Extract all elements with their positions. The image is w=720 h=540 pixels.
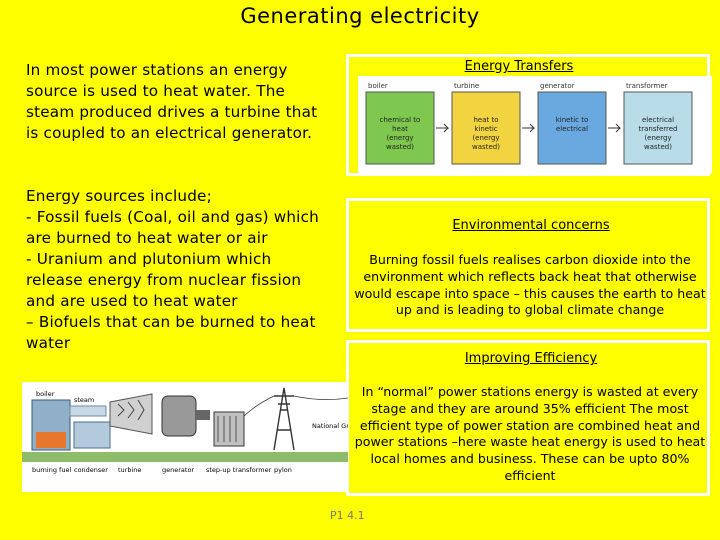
efficiency-text: In “normal” power stations energy is was…: [354, 384, 706, 483]
stage-text: electrical: [642, 116, 674, 124]
energy-sources: Energy sources include; - Fossil fuels (…: [26, 186, 331, 354]
boiler-label: boiler: [36, 390, 55, 398]
stage-box: [365, 91, 435, 165]
stage-text: transferred: [639, 125, 678, 133]
condenser-shape: [73, 421, 111, 449]
energy-source-item: - Uranium and plutonium which release en…: [26, 250, 302, 310]
stage-box: [451, 91, 521, 165]
energy-sources-heading: Energy sources include;: [26, 187, 212, 205]
intro-paragraph: In most power stations an energy source …: [26, 61, 318, 142]
stepup-label: step-up transformer: [206, 466, 272, 474]
arrow-icon: [436, 123, 450, 133]
pylon-shape: [273, 387, 295, 451]
stage-text: wasted): [644, 143, 672, 151]
turbine-label: turbine: [118, 466, 141, 474]
environmental-text: Burning fossil fuels realises carbon dio…: [354, 252, 706, 318]
stage-title: boiler: [368, 82, 388, 90]
efficiency-heading: Improving Efficiency: [464, 351, 598, 366]
arrow-icon: [608, 123, 622, 133]
stage-text: kinetic to: [556, 116, 589, 124]
stage-text: electrical: [556, 125, 588, 133]
slide-footer: P1 4.1: [330, 509, 365, 522]
stage-box: [623, 91, 693, 165]
energy-source-item: - Fossil fuels (Coal, oil and gas) which…: [26, 208, 319, 247]
stage-text: kinetic: [474, 125, 497, 133]
energy-source-item: – Biofuels that can be burned to heat wa…: [26, 313, 316, 352]
generator-label: generator: [162, 466, 194, 474]
page-title: Generating electricity: [240, 4, 480, 28]
stage-text: wasted): [472, 143, 500, 151]
transformer-shape: [213, 411, 245, 447]
national-grid-label: National Grid: [312, 422, 348, 430]
stage-text: heat: [392, 125, 408, 133]
stage-title: turbine: [454, 82, 479, 90]
stage-box: [537, 91, 607, 165]
stage-text: chemical to: [380, 116, 421, 124]
stage-text: wasted): [386, 143, 414, 151]
stage-text: heat to: [473, 116, 498, 124]
burning-fuel-label: burning fuel: [32, 466, 71, 474]
power-station-diagram: boiler steam National Grid burning fuel …: [22, 382, 348, 492]
pylon-label: pylon: [274, 466, 292, 474]
condenser-label: condenser: [74, 466, 108, 474]
stage-title: generator: [540, 82, 575, 90]
stage-text: (energy: [386, 134, 413, 142]
environmental-panel: [346, 198, 710, 332]
generator-shape: [161, 395, 197, 437]
energy-transfers-heading: Energy Transfers: [464, 59, 574, 74]
stage-text: (energy: [644, 134, 671, 142]
arrow-icon: [522, 123, 536, 133]
stage-title: transformer: [626, 82, 668, 90]
environmental-heading: Environmental concerns: [452, 218, 610, 233]
stage-text: (energy: [472, 134, 499, 142]
steam-label: steam: [74, 396, 94, 404]
